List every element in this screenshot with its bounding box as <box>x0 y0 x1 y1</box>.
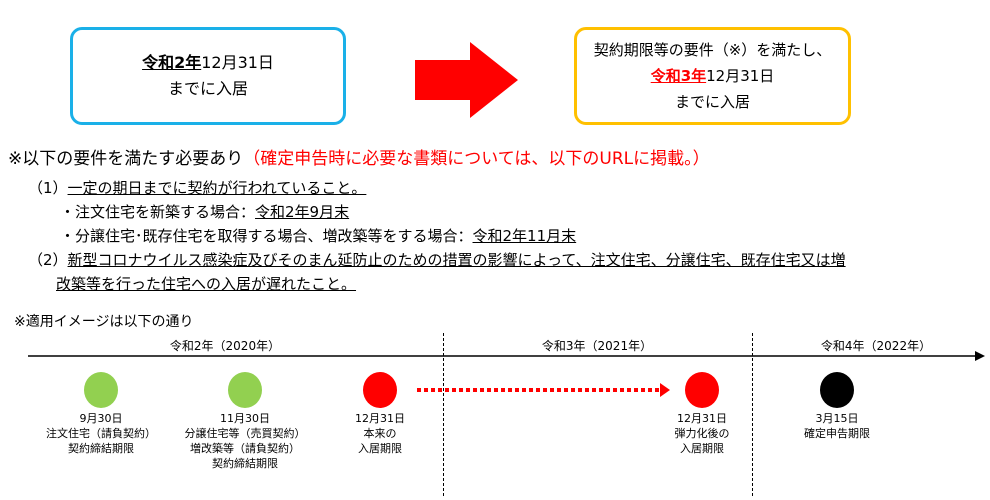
url-note: （確定申告時に必要な書類については、以下のURLに掲載。） <box>243 149 710 169</box>
requirement-1a: ・注文住宅を新築する場合：令和2年9月末 <box>60 201 349 222</box>
requirement-2-cont: 改築等を行った住宅への入居が遅れたこと。 <box>56 275 357 293</box>
event-label-line: 11月30日 <box>220 412 270 425</box>
event-label-line: 分譲住宅等（売買契約） <box>184 427 306 440</box>
event-label-line: 12月31日 <box>677 412 727 425</box>
date: 12月31日 <box>706 67 775 85</box>
event-label-line: 本来の <box>363 427 397 440</box>
event-label-line: 増改築等（請負契約） <box>190 442 300 455</box>
event-marker <box>84 372 118 408</box>
year-divider <box>443 333 444 496</box>
event-marker <box>685 372 719 408</box>
event-label-line: 契約締結期限 <box>212 457 278 470</box>
event-label-line: 12月31日 <box>355 412 405 425</box>
move-in-text: までに入居 <box>167 79 248 98</box>
event-label: 12月31日本来の入居期限 <box>300 411 460 456</box>
prefix: （1） <box>28 179 68 197</box>
date: 12月31日 <box>201 53 274 72</box>
event-marker <box>820 372 854 408</box>
event-label-line: 入居期限 <box>358 442 402 455</box>
text: 一定の期日までに契約が行われていること。 <box>67 179 367 197</box>
event-marker <box>363 372 397 408</box>
event-label-line: 入居期限 <box>680 442 724 455</box>
event-label: 9月30日注文住宅（請負契約） 契約締結期限 <box>21 411 181 456</box>
event-label: 11月30日分譲住宅等（売買契約） 増改築等（請負契約） 契約締結期限 <box>165 411 325 471</box>
era: 令和2年 <box>142 53 202 72</box>
year-2020: 令和2年（2020年） <box>169 339 281 353</box>
requirement-1: （1）一定の期日までに契約が行われていること。 <box>28 177 366 198</box>
extension-arrow-icon <box>660 383 670 397</box>
prefix: （2） <box>28 251 68 269</box>
move-in-text: までに入居 <box>674 93 750 111</box>
era: 令和3年 <box>650 67 707 85</box>
arrow-right-icon <box>415 42 518 118</box>
extended-deadline-box: 契約期限等の要件（※）を満たし、 令和3年12月31日 までに入居 <box>574 27 851 125</box>
label: ・分譲住宅･既存住宅を取得する場合、増改築等をする場合： <box>60 227 473 245</box>
requirement-1b: ・分譲住宅･既存住宅を取得する場合、増改築等をする場合：令和2年11月末 <box>60 225 576 246</box>
event-label: 12月31日弾力化後の入居期限 <box>622 411 782 456</box>
label: ・注文住宅を新築する場合： <box>60 203 256 221</box>
year-divider <box>752 333 753 496</box>
text: 新型コロナウイルス感染症及びそのまん延防止のための措置の影響によって、注文住宅、… <box>67 251 846 269</box>
event-marker <box>228 372 262 408</box>
event-label: 3月15日確定申告期限 <box>757 411 917 441</box>
event-label-line: 9月30日 <box>79 412 123 425</box>
value: 令和2年11月末 <box>472 227 577 245</box>
timeline-title: ※適用イメージは以下の通り <box>14 314 194 330</box>
year-2022: 令和4年（2022年） <box>820 339 932 353</box>
event-label-line: 3月15日 <box>815 412 859 425</box>
event-label-line: 契約締結期限 <box>68 442 134 455</box>
year-2021: 令和3年（2021年） <box>541 339 653 353</box>
event-label-line: 確定申告期限 <box>804 427 870 440</box>
requirements-heading: ※以下の要件を満たす必要あり（確定申告時に必要な書類については、以下のURLに掲… <box>8 144 710 169</box>
original-deadline-box: 令和2年12月31日 までに入居 <box>70 27 346 125</box>
value: 令和2年9月末 <box>255 203 350 221</box>
event-label-line: 弾力化後の <box>674 427 730 440</box>
heading-text: ※以下の要件を満たす必要あり <box>8 149 244 169</box>
condition-text: 契約期限等の要件（※）を満たし、 <box>593 41 832 59</box>
requirement-2: （2）新型コロナウイルス感染症及びそのまん延防止のための措置の影響によって、注文… <box>28 249 846 270</box>
event-label-line: 注文住宅（請負契約） <box>46 427 156 440</box>
